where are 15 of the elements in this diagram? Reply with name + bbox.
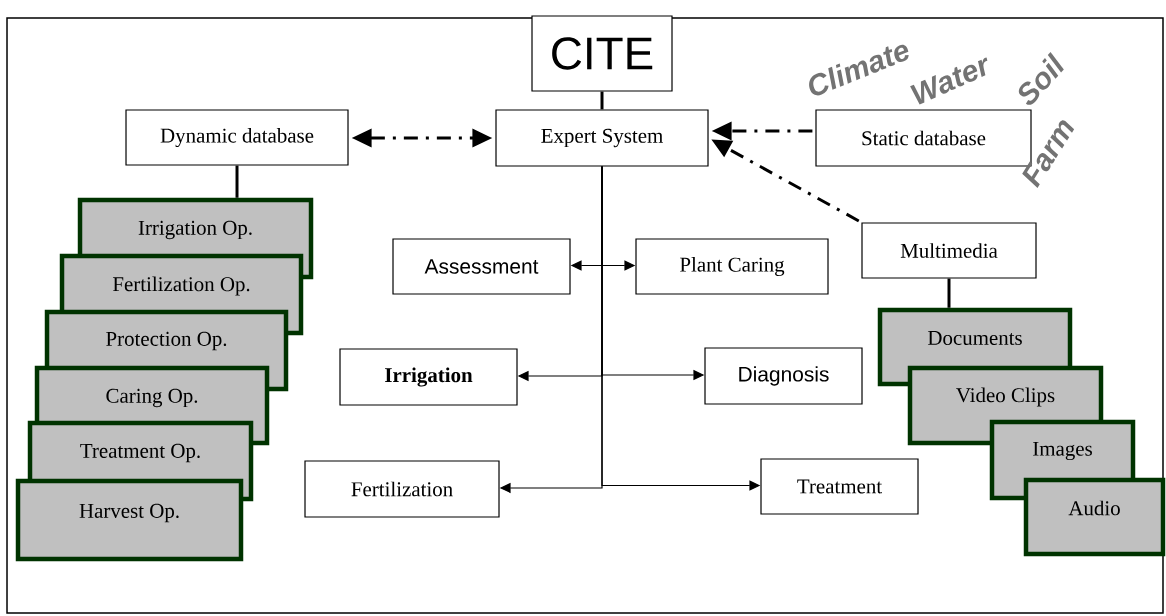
process-box: Expert System	[495, 109, 709, 167]
process-box: Fertilization	[304, 460, 500, 518]
process-box: Treatment	[760, 458, 919, 515]
stacked-record-box: Audio	[1023, 477, 1166, 557]
stacked-record-box: Harvest Op.	[15, 478, 244, 562]
connector	[600, 91, 604, 110]
connector	[235, 165, 239, 198]
process-box: Assessment	[392, 238, 571, 295]
process-box: CITE	[531, 15, 673, 92]
process-box: Plant Caring	[635, 238, 829, 295]
connector	[947, 278, 951, 308]
process-box: Irrigation	[339, 348, 518, 406]
process-box: Diagnosis	[704, 347, 863, 405]
process-box: Dynamic database	[125, 109, 349, 166]
process-box: Multimedia	[861, 222, 1037, 279]
